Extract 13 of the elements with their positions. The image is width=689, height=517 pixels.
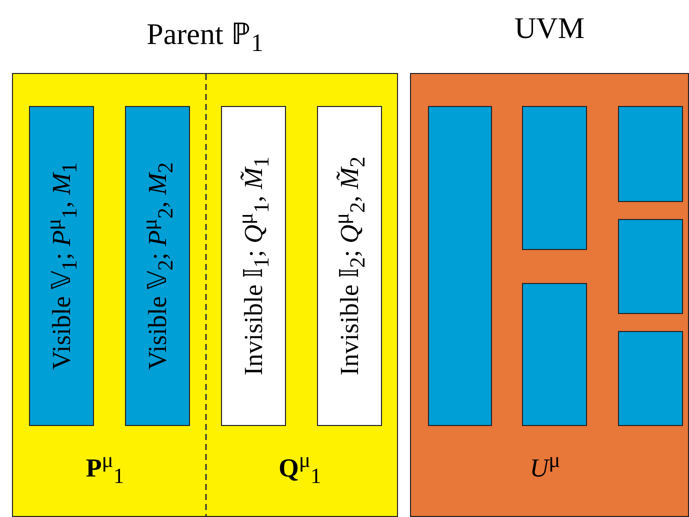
- particle-box: [221, 106, 286, 426]
- momentum-label: U$^{μ}$: [530, 448, 560, 484]
- empty-box: [618, 219, 683, 314]
- empty-box: [522, 283, 587, 426]
- empty-box: [618, 106, 683, 202]
- empty-box: [618, 331, 683, 426]
- particle-box: [29, 106, 94, 426]
- empty-box: [428, 106, 492, 426]
- panel-title: UVM: [513, 12, 586, 46]
- particle-box: [317, 106, 382, 426]
- particle-box: [125, 106, 190, 426]
- empty-box: [522, 106, 587, 250]
- panel-title: Parent ℙ$_{1}$: [146, 17, 264, 58]
